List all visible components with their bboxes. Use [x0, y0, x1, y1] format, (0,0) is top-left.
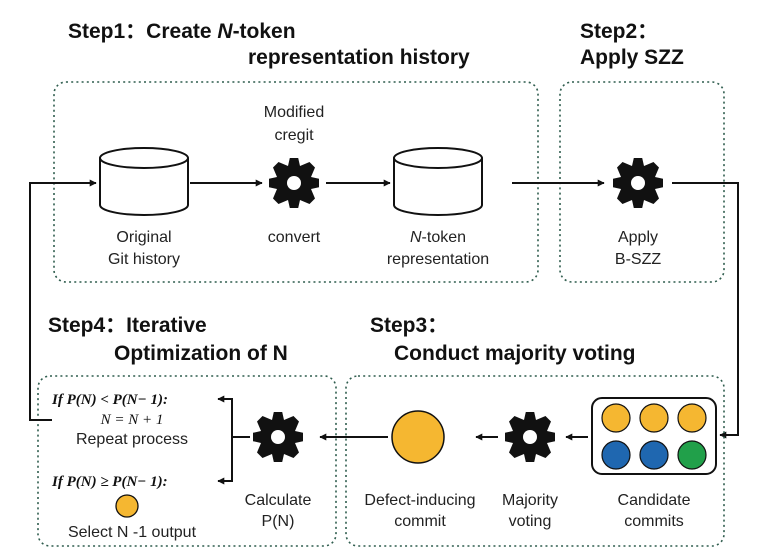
- candidate-commit-dot: [639, 403, 669, 433]
- calculate-pn-label: Calculate: [245, 492, 312, 509]
- database-icon: [393, 147, 483, 216]
- apply-bszz-label-line2: B-SZZ: [615, 251, 661, 268]
- commit-circle-icon: [391, 410, 445, 464]
- original-git-history-label-line2: Git history: [108, 251, 180, 268]
- convert-label: convert: [268, 229, 321, 246]
- step1-box: [53, 81, 539, 283]
- candidate-commit-dots: [601, 403, 707, 470]
- candidate-commits-label-line2: commits: [624, 513, 684, 530]
- gear-icon: [253, 412, 303, 462]
- arrow-calculate-to-select: [217, 437, 233, 485]
- modified-cregit-label-line2: cregit: [274, 127, 314, 144]
- step1-title: Step1：Create N-token: [68, 20, 296, 43]
- gear-icon: [505, 412, 555, 462]
- n-token-representation-label: N-token: [410, 229, 466, 246]
- repeat-process-label: Repeat process: [76, 431, 188, 448]
- step3-title-line2: Conduct majority voting: [394, 342, 636, 365]
- arrow-szz-to-candidates: [672, 182, 739, 439]
- defect-inducing-commit-label-line2: commit: [394, 513, 446, 530]
- majority-voting-label-line2: voting: [509, 513, 552, 530]
- commit-circle-icon: [115, 494, 139, 518]
- arrow-feedback-loop: [29, 179, 97, 421]
- candidate-commits-label: Candidate: [618, 492, 691, 509]
- step3-box: [345, 375, 725, 547]
- candidate-commit-dot: [677, 440, 707, 470]
- update-rule: N = N + 1: [100, 412, 164, 428]
- step4-title: Step4：Iterative: [48, 314, 207, 337]
- candidate-commit-dot: [639, 440, 669, 470]
- gear-icon: [269, 158, 319, 208]
- defect-inducing-commit-label: Defect-inducing: [364, 492, 475, 509]
- step1-title-line2: representation history: [248, 46, 470, 69]
- step4-title-line2: Optimization of N: [114, 342, 288, 365]
- majority-voting-label: Majority: [502, 492, 558, 509]
- condition-less-than: If P(N) < P(N− 1):: [51, 392, 168, 408]
- step2-title-line2: Apply SZZ: [580, 46, 684, 69]
- step3-title: Step3：: [370, 314, 448, 337]
- step2-title: Step2：: [580, 20, 658, 43]
- candidate-commit-dot: [677, 403, 707, 433]
- step4-box: [37, 375, 337, 547]
- n-token-representation-label-line2: representation: [387, 251, 489, 268]
- database-icon: [99, 147, 189, 216]
- arrow-calculate-to-repeat: [217, 395, 250, 438]
- modified-cregit-label: Modified: [264, 104, 324, 121]
- candidate-commit-dot: [601, 403, 631, 433]
- condition-greater-equal: If P(N) ≥ P(N− 1):: [51, 474, 168, 490]
- apply-bszz-label: Apply: [618, 229, 658, 246]
- gear-icon: [613, 158, 663, 208]
- candidate-commit-dot: [601, 440, 631, 470]
- select-output-label: Select N -1 output: [68, 524, 197, 541]
- calculate-pn-label-line2: P(N): [262, 513, 295, 530]
- original-git-history-label: Original: [116, 229, 171, 246]
